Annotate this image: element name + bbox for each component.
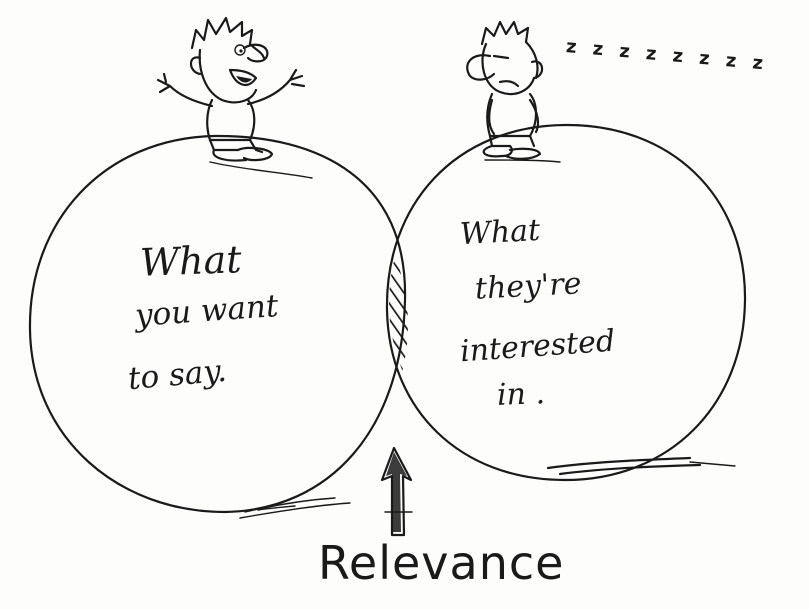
excited-man-figure: [156, 16, 306, 162]
relevance-arrow: [380, 446, 413, 537]
left-circle-line: What: [139, 237, 243, 285]
sleepy-man-figure: [466, 20, 544, 160]
right-circle-line: in .: [496, 376, 546, 413]
right-circle: [385, 123, 747, 482]
right-circle-line: they're: [474, 266, 583, 307]
relevance-label: Relevance: [318, 536, 565, 590]
ground-shadows: [209, 159, 736, 519]
left-circle-line: to say.: [126, 352, 228, 398]
left-circle: [28, 134, 407, 514]
right-circle-line: What: [459, 212, 541, 253]
